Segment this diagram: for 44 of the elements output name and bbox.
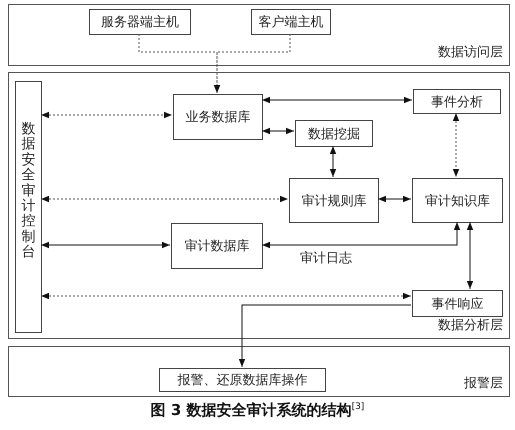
edge-label: 审计日志 bbox=[300, 249, 352, 267]
process-box bbox=[159, 368, 326, 392]
process-box bbox=[413, 89, 501, 114]
arrow bbox=[330, 146, 336, 178]
layer-label: 数据访问层 bbox=[438, 44, 503, 61]
arrow bbox=[466, 222, 474, 290]
layer-label: 报警层 bbox=[464, 375, 503, 392]
box-label: 服务器端主机 bbox=[101, 14, 179, 31]
arrow bbox=[138, 34, 220, 94]
process-box bbox=[289, 178, 379, 223]
process-box bbox=[412, 178, 503, 223]
process-box bbox=[295, 120, 373, 147]
arrow bbox=[262, 222, 460, 248]
process-box bbox=[412, 290, 503, 317]
console-label: 数据安全审计控制台 bbox=[22, 122, 36, 261]
arrow bbox=[40, 242, 170, 248]
arrow bbox=[452, 112, 460, 178]
arrow bbox=[262, 96, 412, 104]
arrow bbox=[214, 34, 290, 94]
process-box bbox=[251, 9, 331, 35]
arrow bbox=[238, 304, 412, 368]
layer-frame bbox=[8, 4, 510, 66]
process-box bbox=[171, 223, 263, 269]
console-box bbox=[15, 81, 42, 333]
arrow bbox=[40, 292, 412, 300]
arrow bbox=[262, 128, 294, 134]
layer-frame bbox=[8, 72, 510, 339]
layer-frame bbox=[8, 346, 510, 397]
arrow bbox=[378, 196, 412, 202]
box-label: 业务数据库 bbox=[186, 109, 250, 126]
process-box bbox=[173, 94, 263, 140]
box-label: 事件分析 bbox=[431, 94, 483, 110]
box-label: 审计数据库 bbox=[184, 238, 250, 255]
box-label: 报警、还原数据库操作 bbox=[178, 372, 308, 389]
box-label: 客户端主机 bbox=[258, 14, 324, 31]
arrow bbox=[40, 112, 172, 118]
figure-caption: 图 3 数据安全审计系统的结构$^{[3]}$ bbox=[150, 401, 366, 420]
layer-label: 数据分析层 bbox=[438, 317, 503, 334]
box-label: 数据挖掘 bbox=[308, 126, 360, 142]
box-label: 事件响应 bbox=[432, 296, 484, 312]
box-label: 审计规则库 bbox=[302, 192, 366, 210]
process-box bbox=[89, 9, 191, 35]
box-label: 审计知识库 bbox=[425, 192, 490, 210]
arrow bbox=[40, 196, 288, 202]
